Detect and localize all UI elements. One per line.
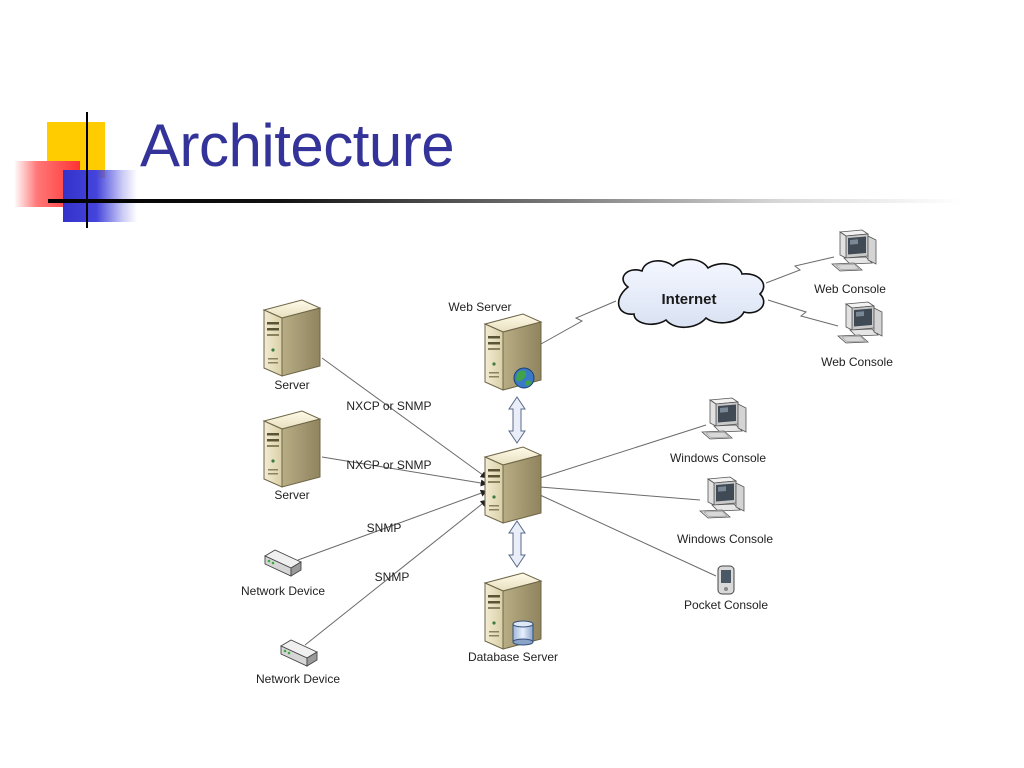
web-console-2-label: Web Console: [821, 355, 893, 369]
edge-pocket-console: [539, 494, 717, 577]
edge-web-server-internet: [540, 300, 617, 345]
windows-console-2-label: Windows Console: [677, 532, 773, 546]
desktop-computer-icon: [699, 476, 745, 519]
network-device-icon: [264, 549, 302, 577]
server-tower-icon: [263, 410, 321, 488]
globe-icon: [513, 367, 535, 389]
double-arrow-web: [508, 396, 526, 444]
connections: [297, 256, 839, 646]
network-device-2-label: Network Device: [256, 672, 340, 686]
pocket-console-node: Pocket Console: [684, 565, 768, 612]
desktop-computer-icon: [837, 301, 883, 344]
edge-label-server-1: NXCP or SNMP: [346, 399, 431, 413]
network-device-1-node: Network Device: [241, 549, 325, 598]
edge-windows-console-2: [539, 486, 701, 501]
network-device-2-node: Network Device: [256, 639, 340, 686]
central-server-node: [484, 446, 542, 524]
web-console-1-label: Web Console: [814, 282, 886, 296]
edge-label-network-device-2: SNMP: [375, 570, 410, 584]
internet-node: Internet: [617, 258, 765, 329]
cloud-icon: [617, 258, 765, 329]
deco-vertical-line: [86, 112, 88, 228]
edge-internet-web-console-2: [767, 299, 839, 327]
server-1-node: Server: [263, 299, 321, 392]
network-device-1-label: Network Device: [241, 584, 325, 598]
windows-console-1-label: Windows Console: [670, 451, 766, 465]
internet-label: Internet: [661, 291, 716, 308]
web-console-1-node: Web Console: [814, 229, 886, 296]
windows-console-2-node: Windows Console: [677, 476, 773, 546]
pocket-console-label: Pocket Console: [684, 598, 768, 612]
server-1-label: Server: [274, 378, 309, 392]
database-cylinder-icon: [512, 620, 534, 646]
edge-label-network-device-1: SNMP: [367, 521, 402, 535]
title-underline: [48, 199, 963, 203]
edge-internet-web-console-1: [765, 256, 835, 284]
pocket-pc-icon: [717, 565, 735, 595]
edge-network-device-2: [304, 499, 488, 646]
desktop-computer-icon: [701, 397, 747, 440]
web-console-2-node: Web Console: [821, 301, 893, 369]
edge-label-server-2: NXCP or SNMP: [346, 458, 431, 472]
network-device-icon: [280, 639, 318, 667]
windows-console-1-node: Windows Console: [670, 397, 766, 465]
desktop-computer-icon: [831, 229, 877, 272]
server-2-label: Server: [274, 488, 309, 502]
web-server-node: Web Server: [448, 300, 542, 391]
database-server-node: Database Server: [468, 572, 558, 664]
server-2-node: Server: [263, 410, 321, 502]
deco-blue-square: [63, 170, 137, 222]
edge-windows-console-1: [539, 424, 707, 479]
server-tower-icon: [263, 299, 321, 377]
database-server-label: Database Server: [468, 650, 558, 664]
edge-server-1: [321, 357, 488, 479]
page-title: Architecture: [140, 112, 455, 179]
edge-server-2: [321, 456, 488, 487]
server-tower-icon: [484, 446, 542, 524]
double-arrow-db: [508, 520, 526, 568]
edge-network-device-1: [297, 489, 488, 561]
web-server-label: Web Server: [448, 300, 511, 314]
